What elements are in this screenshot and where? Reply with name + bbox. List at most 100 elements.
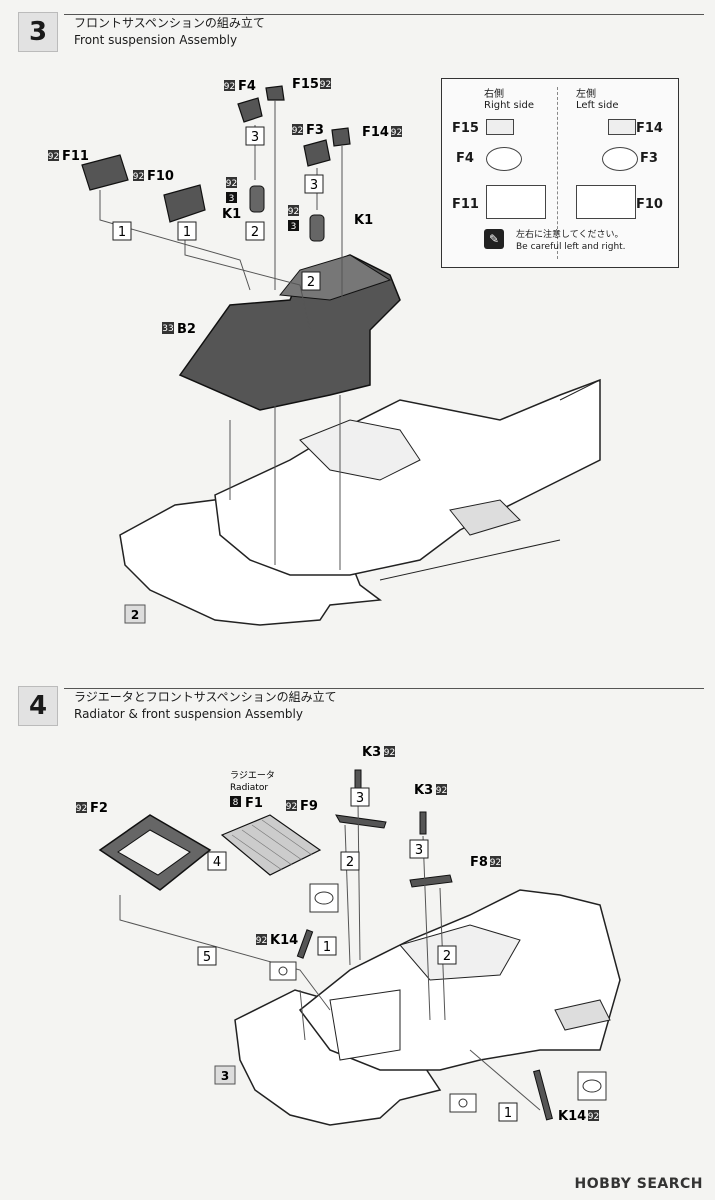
label-f3: 92 F3	[292, 123, 324, 138]
detail-icon-c	[577, 1071, 607, 1101]
callout-2a: 2	[245, 221, 265, 241]
left-side-en: Left side	[576, 100, 619, 111]
callout-1b: 1	[498, 1102, 518, 1122]
svg-text:92: 92	[436, 786, 447, 796]
k3-screw-b	[419, 811, 427, 835]
f14-part	[331, 127, 351, 147]
svg-text:4: 4	[213, 855, 221, 870]
svg-text:K14: K14	[270, 933, 298, 948]
step-3-header: 3 フロントサスペンションの組み立て Front suspension Asse…	[18, 12, 265, 52]
subassembly-3-tag: 3	[214, 1065, 236, 1085]
inset-label-f15: F15	[452, 121, 479, 136]
svg-text:1: 1	[323, 940, 331, 955]
callout-3a: 3	[350, 787, 370, 807]
detail-icon-b	[269, 961, 297, 981]
svg-text:F3: F3	[306, 123, 324, 138]
step-number: 3	[18, 12, 58, 52]
f15-part	[265, 85, 285, 101]
inset-label-f11: F11	[452, 197, 479, 212]
svg-text:B2: B2	[177, 322, 196, 337]
svg-text:2: 2	[131, 608, 139, 622]
svg-text:1: 1	[118, 225, 126, 240]
right-side-jp: 右側	[484, 89, 504, 100]
svg-text:8: 8	[233, 798, 239, 808]
svg-text:F15: F15	[292, 77, 319, 92]
left-right-inset: 右側 Right side 左側 Left side F15 F4 F11 F1…	[441, 78, 679, 268]
svg-text:ラジエータ: ラジエータ	[230, 770, 275, 781]
step-title-jp: ラジエータとフロントサスペンションの組み立て	[74, 690, 337, 704]
callout-5: 5	[197, 946, 217, 966]
svg-text:92: 92	[588, 1112, 599, 1122]
inset-f11-shape	[486, 185, 546, 219]
inset-f4-shape	[486, 147, 522, 171]
callout-3b: 3	[409, 839, 429, 859]
label-f8: F8 92	[470, 855, 501, 870]
step-title-jp: フロントサスペンションの組み立て	[74, 16, 265, 30]
svg-text:3: 3	[310, 178, 318, 193]
svg-text:3: 3	[221, 1069, 229, 1083]
label-b2: 33 B2	[162, 322, 196, 337]
caution-note-jp: 左右に注意してください。	[516, 230, 624, 240]
svg-text:92: 92	[133, 172, 144, 182]
svg-text:92: 92	[48, 152, 59, 162]
inset-label-f14: F14	[636, 121, 663, 136]
svg-text:2: 2	[443, 949, 451, 964]
svg-text:1: 1	[183, 225, 191, 240]
svg-text:33: 33	[162, 324, 173, 334]
right-side-en: Right side	[484, 100, 534, 111]
k1-spring-a	[249, 185, 265, 213]
svg-text:F14: F14	[362, 125, 389, 140]
f1-radiator	[220, 814, 322, 876]
k1-spring-b	[309, 214, 325, 242]
svg-text:F9: F9	[300, 799, 318, 814]
inset-f3-shape	[602, 147, 638, 171]
chassis-body	[214, 378, 601, 576]
step-number: 4	[18, 686, 58, 726]
callout-2a: 2	[340, 851, 360, 871]
svg-text:K3: K3	[362, 745, 381, 760]
divider	[64, 688, 704, 689]
label-f15: F15 92	[292, 77, 331, 92]
svg-text:3: 3	[291, 222, 297, 232]
svg-text:92: 92	[226, 179, 237, 189]
inset-label-f3: F3	[640, 151, 658, 166]
svg-text:2: 2	[307, 275, 315, 290]
callout-4: 4	[207, 851, 227, 871]
svg-text:K3: K3	[414, 783, 433, 798]
detail-icon-a	[309, 883, 339, 913]
svg-text:F4: F4	[238, 79, 256, 94]
svg-text:3: 3	[415, 843, 423, 858]
inset-label-f10: F10	[636, 197, 663, 212]
label-f11: 92 F11	[48, 149, 89, 164]
inset-f10-shape	[576, 185, 636, 219]
f8-part	[409, 874, 453, 888]
callout-3b: 3	[304, 174, 324, 194]
svg-text:K1: K1	[354, 213, 373, 228]
label-k1a: 92 3 K1	[222, 177, 241, 222]
svg-text:92: 92	[292, 126, 303, 136]
label-f9: 92 F9	[286, 799, 318, 814]
svg-text:1: 1	[504, 1106, 512, 1121]
svg-text:K14: K14	[558, 1109, 586, 1124]
k14-screw-a	[296, 929, 314, 959]
step-4-diagram: 4 5 3 2 1 3 2 1 3 92 F2 ラジエータ Radiator	[76, 745, 621, 1126]
callout-2b: 2	[437, 945, 457, 965]
svg-text:92: 92	[490, 858, 501, 868]
step-4-header: 4 ラジエータとフロントサスペンションの組み立て Radiator & fron…	[18, 686, 337, 726]
label-k1b: 92 3 K1	[288, 205, 373, 232]
svg-text:92: 92	[384, 748, 395, 758]
svg-text:3: 3	[251, 130, 259, 145]
svg-text:92: 92	[256, 936, 267, 946]
svg-text:F8: F8	[470, 855, 488, 870]
svg-text:92: 92	[286, 802, 297, 812]
svg-text:5: 5	[203, 950, 211, 965]
label-f10: 92 F10	[133, 169, 174, 184]
label-k3b: K3 92	[414, 783, 447, 798]
cockpit	[299, 419, 421, 481]
subassembly-2-tag: 2	[124, 604, 146, 624]
label-k14a: 92 K14	[256, 933, 298, 948]
vent-grill	[449, 499, 521, 536]
inset-f14-shape	[608, 119, 636, 135]
step-title-en: Front suspension Assembly	[74, 33, 238, 47]
svg-text:2: 2	[251, 225, 259, 240]
